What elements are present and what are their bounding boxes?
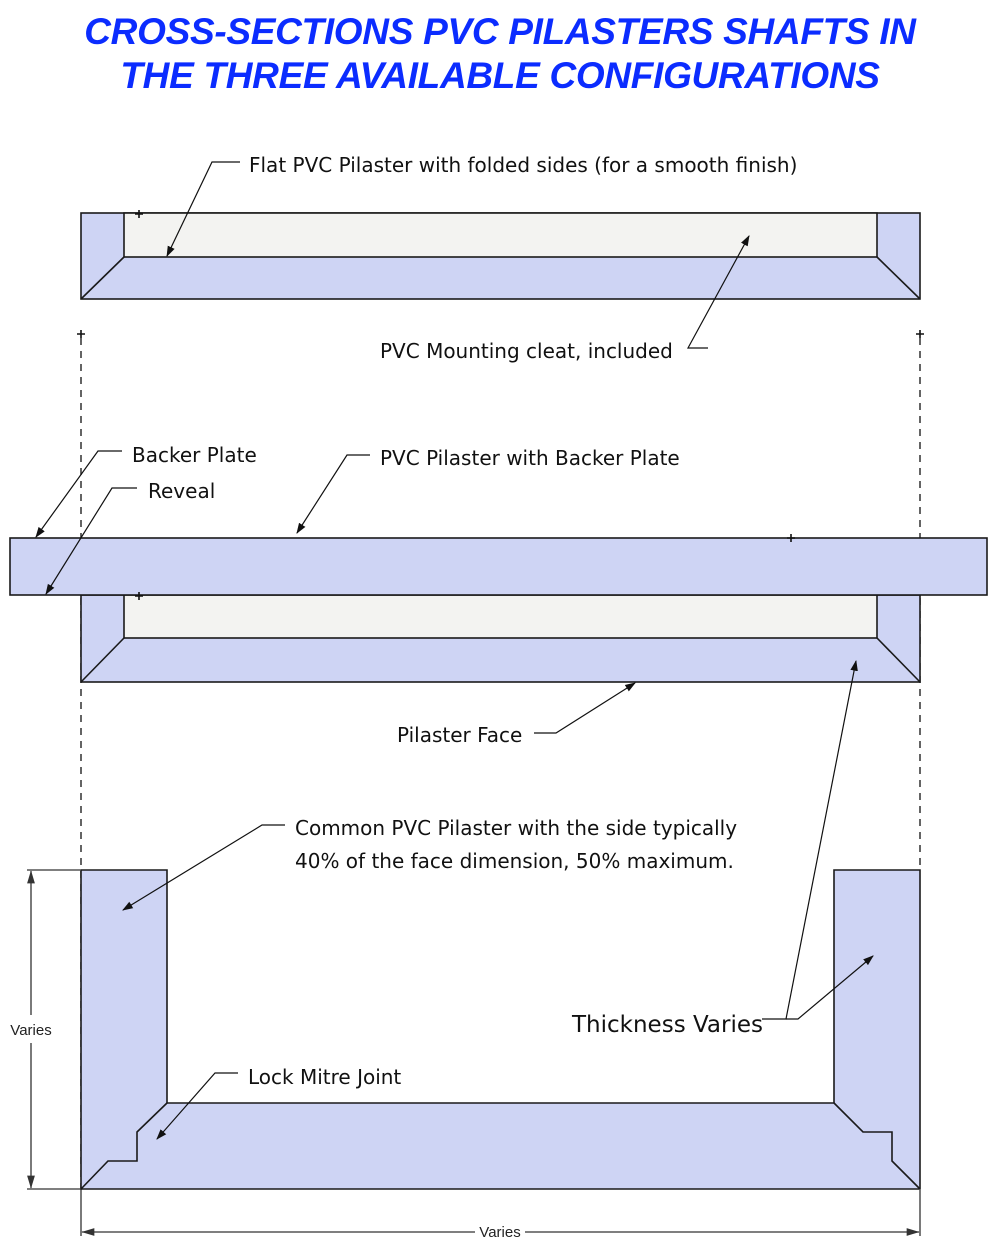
title-line-2: THE THREE AVAILABLE CONFIGURATIONS <box>120 55 880 96</box>
backer-main-leader <box>296 454 370 534</box>
common-main-leader <box>122 824 285 911</box>
cleat-leader <box>686 235 750 349</box>
height-dimension-label: Varies <box>10 1022 51 1039</box>
face-leader <box>534 682 636 734</box>
reveal-label: Reveal <box>148 479 215 503</box>
common-pilaster-outline <box>80 869 921 1190</box>
common-main-label-line-1: Common PVC Pilaster with the side typica… <box>295 816 737 840</box>
page-title: CROSS-SECTIONS PVC PILASTERS SHAFTS IN T… <box>0 10 1000 98</box>
backer-plate-label: Backer Plate <box>132 443 257 467</box>
backer-right-fold-line <box>876 637 921 683</box>
flat-mounting-cleat <box>123 212 878 258</box>
backer-pilaster-section <box>9 534 988 683</box>
joint-leader <box>156 1072 238 1140</box>
backer-main-label: PVC Pilaster with Backer Plate <box>380 446 680 470</box>
flat-main-label: Flat PVC Pilaster with folded sides (for… <box>249 153 797 177</box>
backer-mounting-cleat <box>123 594 878 639</box>
face-label: Pilaster Face <box>397 723 522 747</box>
left-lock-mitre-joint <box>80 1102 168 1190</box>
crosshair-mark <box>77 330 85 338</box>
crosshair-mark <box>135 592 143 600</box>
reveal-leader <box>45 487 137 595</box>
cleat-label: PVC Mounting cleat, included <box>380 339 673 363</box>
backer-plate <box>9 537 988 596</box>
height-dimension: Varies <box>10 869 80 1190</box>
common-main-label-line-2: 40% of the face dimension, 50% maximum. <box>295 849 734 873</box>
title-line-1: CROSS-SECTIONS PVC PILASTERS SHAFTS IN <box>84 11 916 52</box>
right-lock-mitre-joint <box>833 1102 921 1190</box>
backer-plate-leader <box>35 450 122 538</box>
flat-main-leader <box>166 161 240 257</box>
crosshair-mark <box>787 534 795 542</box>
thickness-leader-to-side <box>786 955 874 1020</box>
joint-label: Lock Mitre Joint <box>248 1065 401 1089</box>
common-pilaster-section <box>80 869 921 1190</box>
width-dimension: Varies <box>80 1190 921 1241</box>
crosshair-mark <box>135 210 143 218</box>
crosshair-mark <box>916 330 924 338</box>
thickness-label: Thickness Varies <box>571 1012 763 1038</box>
flat-left-fold-line <box>80 256 125 300</box>
flat-right-fold-line <box>876 256 921 300</box>
width-dimension-label: Varies <box>479 1224 520 1241</box>
flat-pilaster-section <box>80 210 921 300</box>
backer-left-fold-line <box>80 637 125 683</box>
